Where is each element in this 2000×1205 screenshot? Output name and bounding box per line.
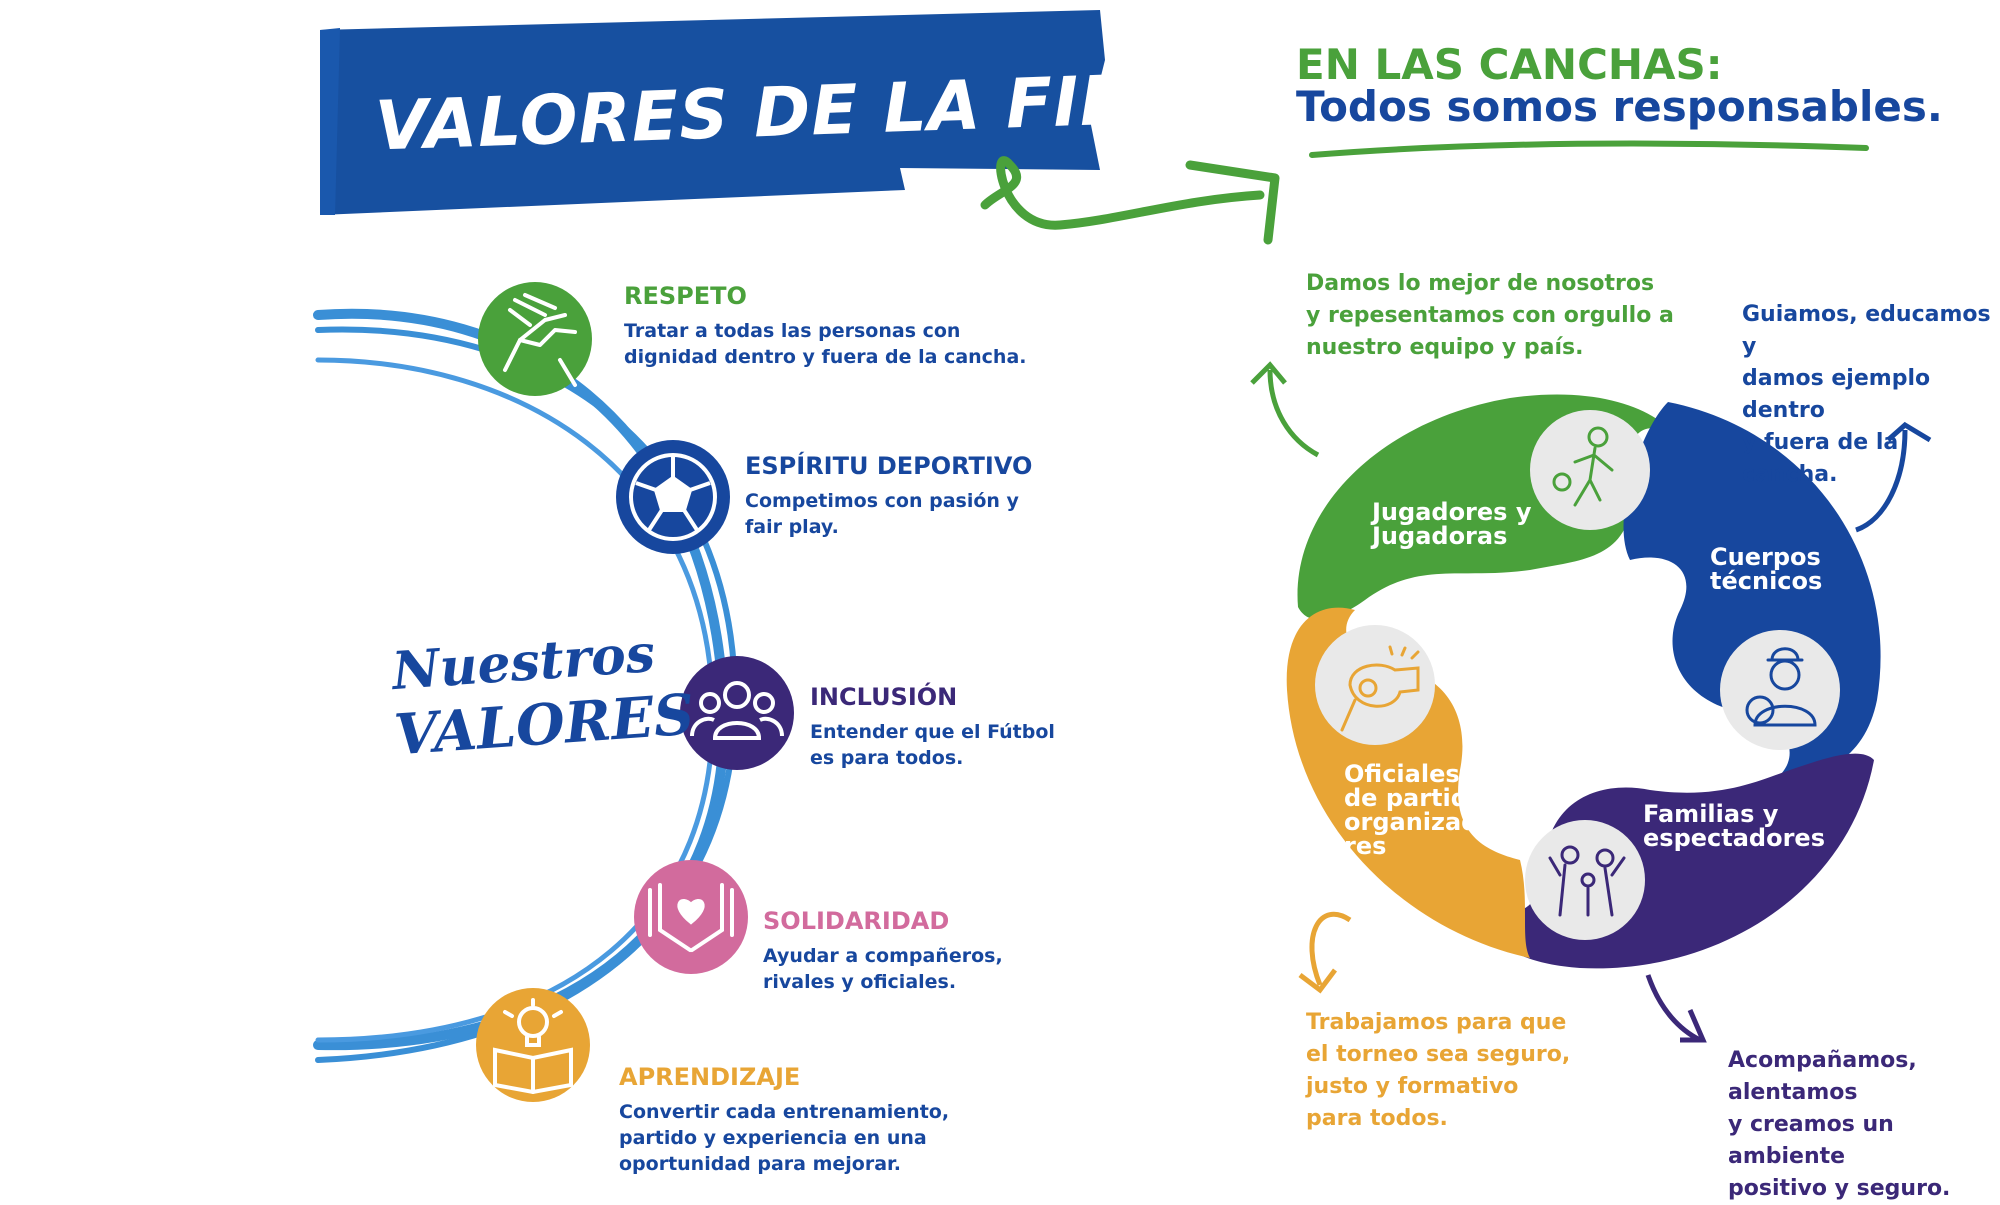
value-title: INCLUSIÓN bbox=[810, 683, 958, 711]
segment-label-line: de partido y bbox=[1344, 784, 1509, 812]
value-title: ESPÍRITU DEPORTIVO bbox=[745, 452, 1033, 480]
green-arrow-head bbox=[1185, 160, 1280, 245]
heading-line1: EN LAS CANCHAS: bbox=[1296, 40, 1723, 89]
role-desc-line: y fuera de la cancha. bbox=[1742, 430, 1899, 487]
segment-label-line: Jugadores y bbox=[1372, 498, 1532, 526]
purple-curl-arrow bbox=[1645, 974, 1702, 1043]
segment-label-line: técnicos bbox=[1710, 567, 1823, 595]
segment-label-cuerpos: Cuerpos técnicos bbox=[1710, 545, 1822, 593]
role-desc-line: Damos lo mejor de nosotros bbox=[1306, 271, 1655, 296]
soccer-ball-icon bbox=[629, 453, 717, 541]
soccer-player-icon bbox=[1552, 426, 1614, 507]
value-desc: Tratar a todas las personas con dignidad… bbox=[624, 318, 1027, 370]
segment-label-oficiales: Oficiales de partido y organizado res bbox=[1344, 762, 1508, 858]
value-desc-line: Competimos con pasión y bbox=[745, 490, 1019, 512]
role-desc-line: Acompañamos, bbox=[1728, 1048, 1917, 1073]
role-desc-line: Trabajamos para que bbox=[1306, 1010, 1567, 1035]
role-desc-line: y repesentamos con orgullo a bbox=[1306, 303, 1674, 328]
whistle-icon bbox=[1340, 645, 1420, 732]
cycle-diagram bbox=[1286, 394, 1881, 969]
value-title: RESPETO bbox=[624, 282, 747, 310]
role-desc-line: nuestro equipo y país. bbox=[1306, 335, 1584, 360]
value-desc: Ayudar a compañeros, rivales y oficiales… bbox=[763, 943, 1003, 995]
heading-underline bbox=[1309, 140, 1869, 158]
group-people-icon bbox=[690, 681, 784, 740]
segment-label-line: Cuerpos bbox=[1710, 543, 1821, 571]
value-solidaridad: SOLIDARIDAD Ayudar a compañeros, rivales… bbox=[763, 907, 1003, 995]
infographic-artwork bbox=[313, 10, 1932, 1102]
family-icon bbox=[1548, 845, 1626, 917]
role-desc-jugadores: Damos lo mejor de nosotros y repesentamo… bbox=[1306, 268, 1674, 364]
segment-label-line: Oficiales bbox=[1344, 760, 1460, 788]
hands-heart-icon bbox=[648, 883, 734, 952]
coach-icon bbox=[1745, 647, 1817, 727]
value-espiritu: ESPÍRITU DEPORTIVO Competimos con pasión… bbox=[745, 452, 1032, 540]
value-desc-line: Tratar a todas las personas con bbox=[624, 320, 961, 342]
role-desc-line: justo y formativo bbox=[1306, 1074, 1519, 1099]
handshake-icon bbox=[503, 293, 577, 387]
value-desc: Convertir cada entrenamiento, partido y … bbox=[619, 1099, 949, 1177]
role-desc-line: alentamos bbox=[1728, 1080, 1858, 1105]
navy-curl-arrow bbox=[1855, 429, 1908, 533]
banner-brush bbox=[320, 10, 1105, 215]
book-lightbulb-icon bbox=[493, 998, 573, 1095]
value-inclusion: INCLUSIÓN Entender que el Fútbol es para… bbox=[810, 683, 1055, 771]
green-curl-head bbox=[1250, 361, 1287, 385]
role-desc-cuerpos: Guiamos, educamos y damos ejemplo dentro… bbox=[1742, 299, 2000, 491]
green-curl-arrow bbox=[1267, 369, 1320, 458]
segment-label-jugadores: Jugadores y Jugadoras bbox=[1372, 500, 1531, 548]
value-aprendizaje: APRENDIZAJE Convertir cada entrenamiento… bbox=[619, 1063, 949, 1177]
value-desc-line: rivales y oficiales. bbox=[763, 971, 957, 993]
value-desc-line: Convertir cada entrenamiento, bbox=[619, 1101, 950, 1123]
value-desc-line: dignidad dentro y fuera de la cancha. bbox=[624, 346, 1027, 368]
value-title: SOLIDARIDAD bbox=[763, 907, 950, 935]
segment-label-line: Jugadoras bbox=[1372, 522, 1508, 550]
navy-curl-head bbox=[1886, 421, 1932, 443]
value-desc-line: Entender que el Fútbol bbox=[810, 721, 1055, 743]
role-desc-oficiales: Trabajamos para que el torneo sea seguro… bbox=[1306, 1007, 1570, 1135]
orange-curl-arrow bbox=[1309, 911, 1352, 986]
role-desc-line: el torneo sea seguro, bbox=[1306, 1042, 1571, 1067]
segment-label-line: res bbox=[1344, 832, 1387, 860]
segment-label-line: Familias y bbox=[1643, 800, 1779, 828]
purple-curl-head bbox=[1680, 1009, 1707, 1043]
orange-curl-head bbox=[1298, 968, 1337, 994]
value-respeto: RESPETO Tratar a todas las personas con … bbox=[624, 282, 1027, 370]
banner-brush-edge bbox=[320, 28, 340, 215]
heading-line2: Todos somos responsables. bbox=[1296, 82, 1943, 131]
value-desc-line: partido y experiencia en una bbox=[619, 1127, 927, 1149]
value-title: APRENDIZAJE bbox=[619, 1063, 801, 1091]
value-desc-line: Ayudar a compañeros, bbox=[763, 945, 1003, 967]
value-desc-line: fair play. bbox=[745, 516, 839, 538]
role-desc-line: positivo y seguro. bbox=[1728, 1176, 1951, 1201]
role-desc-line: Guiamos, educamos y bbox=[1742, 302, 1991, 359]
role-desc-familias: Acompañamos, alentamos y creamos un ambi… bbox=[1728, 1045, 2000, 1205]
role-desc-line: damos ejemplo dentro bbox=[1742, 366, 1931, 423]
role-desc-line: para todos. bbox=[1306, 1106, 1448, 1131]
segment-label-familias: Familias y espectadores bbox=[1643, 802, 1825, 850]
value-desc: Entender que el Fútbol es para todos. bbox=[810, 719, 1055, 771]
role-desc-line: y creamos un ambiente bbox=[1728, 1112, 1894, 1169]
value-desc-line: oportunidad para mejorar. bbox=[619, 1153, 901, 1175]
segment-label-line: organizado bbox=[1344, 808, 1495, 836]
value-desc-line: es para todos. bbox=[810, 747, 964, 769]
value-desc: Competimos con pasión y fair play. bbox=[745, 488, 1032, 540]
segment-label-line: espectadores bbox=[1643, 824, 1825, 852]
green-arrow-line bbox=[980, 156, 1265, 230]
